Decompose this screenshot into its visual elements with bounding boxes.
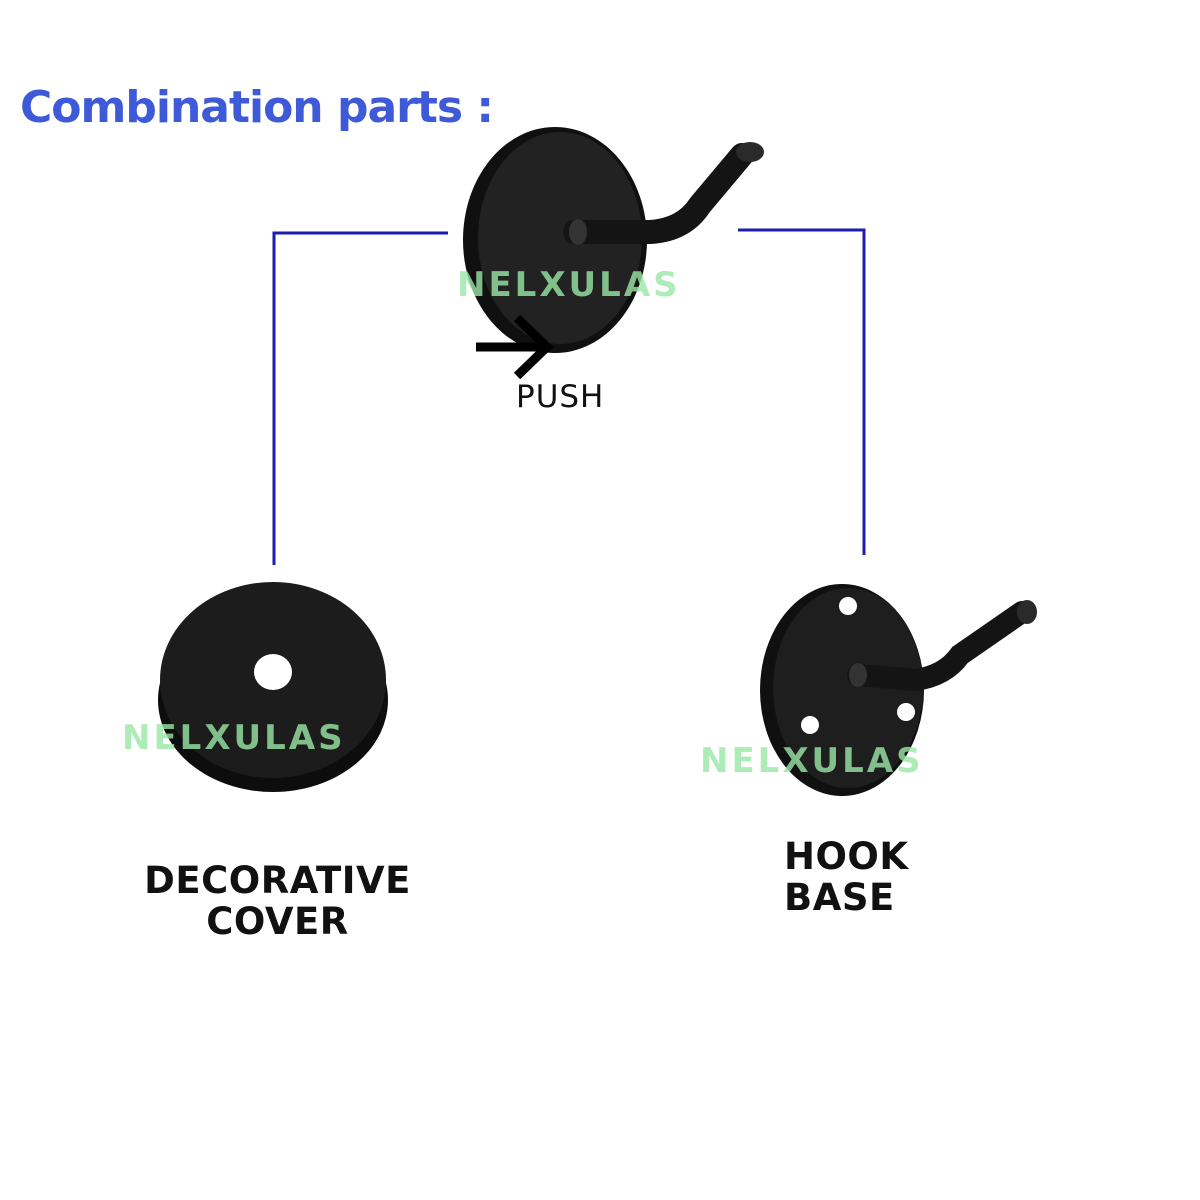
- decorative-cover-image: [158, 582, 388, 792]
- hook-label-line1: HOOK: [784, 835, 909, 878]
- push-arrow-icon: [476, 314, 554, 380]
- hook-base-image: [760, 584, 1037, 796]
- connector-left: [272, 231, 448, 565]
- hook-base-label: HOOK BASE: [784, 836, 909, 919]
- connector-right: [738, 228, 866, 555]
- push-label: PUSH: [516, 379, 605, 415]
- hook-label-line2: BASE: [784, 876, 895, 920]
- assembled-hook-image: [463, 127, 764, 353]
- page-title: Combination parts :: [20, 82, 494, 133]
- watermark-left: NELXULAS: [122, 718, 346, 758]
- decorative-cover-label: DECORATIVE COVER: [140, 860, 415, 943]
- watermark-right: NELXULAS: [700, 741, 924, 781]
- cover-label-line2: COVER: [206, 900, 349, 944]
- watermark-top: NELXULAS: [457, 265, 681, 305]
- cover-label-line1: DECORATIVE: [144, 859, 411, 902]
